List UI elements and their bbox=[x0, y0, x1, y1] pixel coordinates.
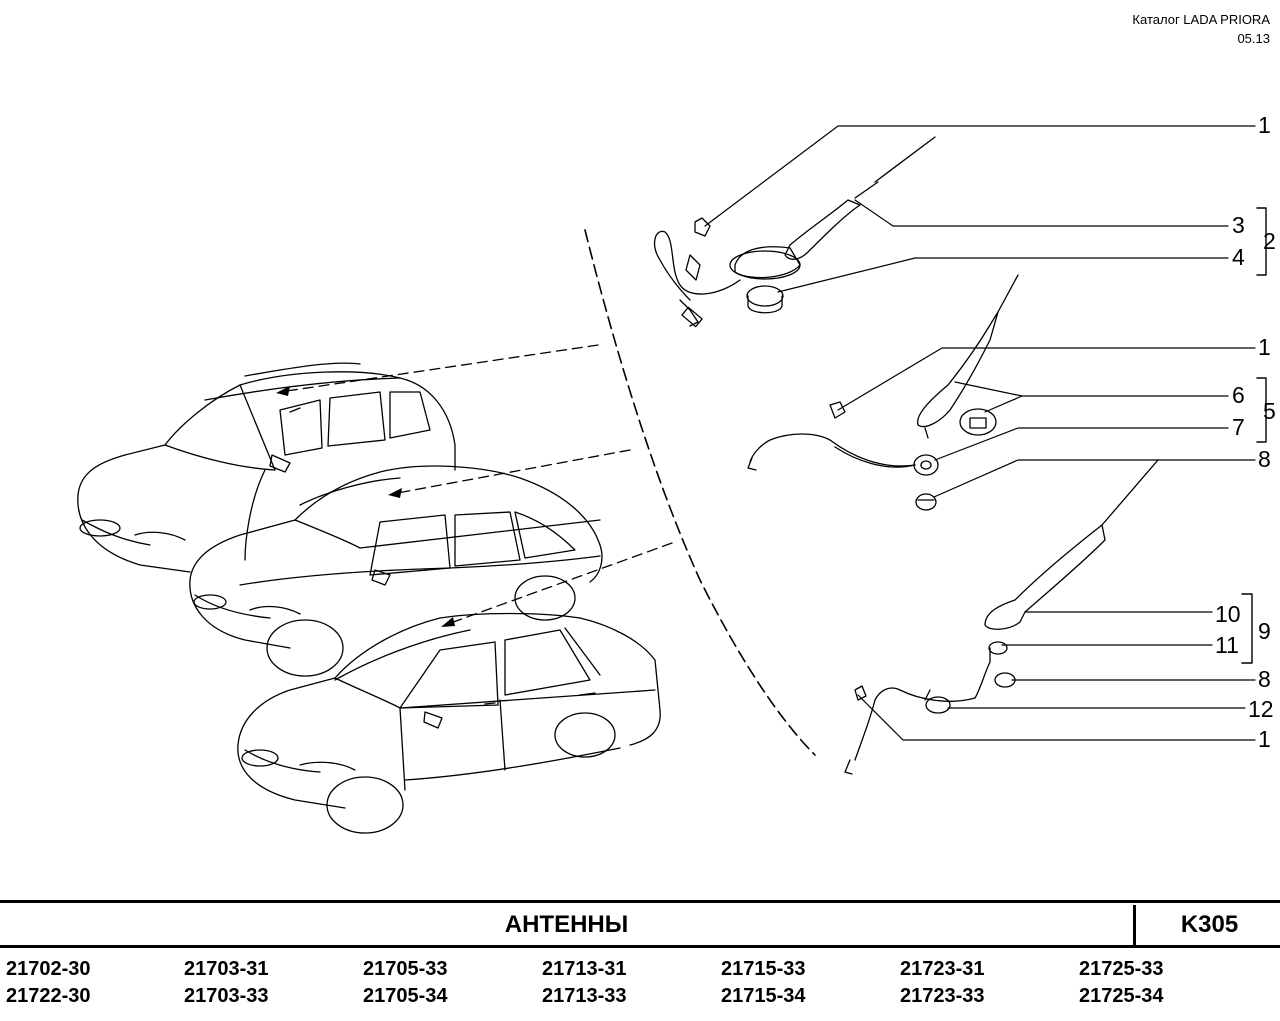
callout-9: 9 bbox=[1258, 618, 1271, 644]
footer-table: АНТЕННЫ K305 21702-30 21722-30 21703-31 … bbox=[0, 900, 1280, 1021]
callout-3: 3 bbox=[1232, 212, 1245, 238]
callout-1-top: 1 bbox=[1258, 112, 1271, 138]
brackets bbox=[1241, 207, 1267, 664]
antenna-5 bbox=[747, 274, 1019, 511]
callout-8-upper: 8 bbox=[1258, 446, 1271, 472]
model-code: 21703-33 bbox=[184, 985, 269, 1007]
model-column: 21705-33 21705-34 bbox=[363, 956, 448, 1010]
model-column: 21713-31 21713-33 bbox=[542, 956, 627, 1010]
model-column: 21715-33 21715-34 bbox=[721, 956, 806, 1010]
model-code: 21723-33 bbox=[900, 985, 985, 1007]
car-wagon bbox=[77, 362, 456, 573]
callout-1-bottom: 1 bbox=[1258, 726, 1271, 752]
arrow-heads bbox=[276, 386, 455, 627]
model-column: 21703-31 21703-33 bbox=[184, 956, 269, 1010]
page-code: K305 bbox=[1133, 905, 1280, 945]
model-code: 21705-33 bbox=[363, 958, 448, 980]
model-column: 21725-33 21725-34 bbox=[1079, 956, 1164, 1010]
antenna-9 bbox=[844, 459, 1159, 775]
model-code: 21713-33 bbox=[542, 985, 627, 1007]
catalog-date: 05.13 bbox=[1237, 31, 1270, 46]
model-column: 21723-31 21723-33 bbox=[900, 956, 985, 1010]
footer-mid-rule bbox=[0, 945, 1280, 948]
parts-diagram bbox=[77, 125, 1267, 834]
model-code: 21725-33 bbox=[1079, 958, 1164, 980]
callout-1-middle: 1 bbox=[1258, 334, 1271, 360]
model-code: 21725-34 bbox=[1079, 985, 1164, 1007]
leader-lines bbox=[704, 125, 1256, 741]
model-code: 21715-34 bbox=[721, 985, 806, 1007]
model-code: 21722-30 bbox=[6, 985, 91, 1007]
model-code: 21723-31 bbox=[900, 958, 985, 980]
callout-2: 2 bbox=[1263, 228, 1276, 254]
footer-top-rule bbox=[0, 900, 1280, 903]
car-sedan bbox=[237, 612, 661, 834]
page-title: АНТЕННЫ bbox=[504, 911, 629, 938]
model-code: 21715-33 bbox=[721, 958, 806, 980]
antenna-2 bbox=[653, 136, 936, 328]
model-code: 21702-30 bbox=[6, 958, 91, 980]
callout-4: 4 bbox=[1232, 244, 1245, 270]
model-code: 21705-34 bbox=[363, 985, 448, 1007]
mounting-arrows bbox=[279, 344, 673, 626]
model-code: 21713-31 bbox=[542, 958, 627, 980]
callout-8-lower: 8 bbox=[1258, 666, 1271, 692]
car-hatchback bbox=[189, 465, 603, 677]
callout-11: 11 bbox=[1215, 632, 1239, 658]
callout-12: 12 bbox=[1248, 696, 1274, 722]
catalog-header: Каталог LADA PRIORA bbox=[1132, 12, 1270, 27]
callout-5: 5 bbox=[1263, 398, 1276, 424]
model-column: 21702-30 21722-30 bbox=[6, 956, 91, 1010]
separator-arc bbox=[584, 229, 816, 756]
model-code: 21703-31 bbox=[184, 958, 269, 980]
callout-6: 6 bbox=[1232, 382, 1245, 408]
callout-7: 7 bbox=[1232, 414, 1245, 440]
callout-10: 10 bbox=[1215, 601, 1241, 627]
